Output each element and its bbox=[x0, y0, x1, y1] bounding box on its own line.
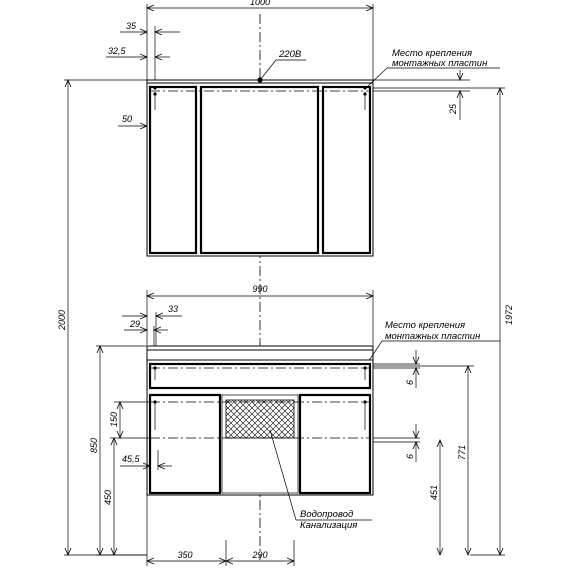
mount-point-left-top bbox=[153, 86, 157, 90]
mount-note-leader bbox=[367, 67, 388, 87]
mirror-cabinet: 1000 35 32,5 50 220В bbox=[106, 0, 500, 257]
dimension-25-label: 25 bbox=[448, 103, 458, 115]
dimension-990-label: 990 bbox=[252, 284, 267, 294]
plumbing-access-zone bbox=[225, 399, 295, 439]
mount-point-right-top bbox=[363, 86, 367, 90]
dimension-6-top-label: 6 bbox=[405, 380, 415, 385]
socket-220v-leader bbox=[259, 59, 277, 81]
dimension-771-label: 771 bbox=[457, 445, 467, 460]
vanity-top-drawer bbox=[148, 362, 372, 390]
dimension-350-label: 350 bbox=[177, 550, 192, 560]
water-supply-label: Водопровод bbox=[300, 509, 353, 520]
vanity-right-door bbox=[298, 393, 372, 495]
vanity-left-door bbox=[148, 393, 222, 495]
dimension-2000-label: 2000 bbox=[57, 310, 67, 331]
dimension-6-bottom-label: 6 bbox=[405, 454, 415, 459]
vanity-mount-note-line2: монтажных пластин bbox=[385, 331, 481, 342]
mount-note-line1: Место крепления bbox=[392, 48, 472, 59]
vanity-cabinet: 990 33 29 Место крепления монтажных плас… bbox=[89, 284, 500, 566]
dimension-45-5-label: 45,5 bbox=[122, 454, 141, 464]
mirror-left-door bbox=[148, 85, 198, 255]
mirror-right-door bbox=[321, 85, 372, 255]
dimension-1972-label: 1972 bbox=[504, 305, 514, 325]
vanity-countertop bbox=[146, 345, 374, 361]
mount-note-line2: монтажных пластин bbox=[392, 58, 488, 69]
dimension-33-label: 33 bbox=[168, 304, 178, 314]
dimension-32-5-label: 32,5 bbox=[108, 46, 127, 56]
dimension-290-label: 290 bbox=[251, 550, 267, 560]
dimension-29-label: 29 bbox=[129, 319, 140, 329]
dimension-1000-label: 1000 bbox=[250, 0, 270, 7]
dimension-451-label: 451 bbox=[429, 485, 439, 500]
dimension-150-label: 150 bbox=[109, 412, 119, 427]
socket-220v-label: 220В bbox=[278, 49, 302, 60]
dimension-450-label: 450 bbox=[103, 490, 113, 505]
plumbing-leader bbox=[269, 429, 297, 521]
dimension-50-label: 50 bbox=[122, 114, 132, 124]
vanity-mount-note-line1: Место крепления bbox=[385, 320, 465, 331]
vanity-mount-note-leader bbox=[367, 340, 383, 363]
sewer-label: Канализация bbox=[300, 520, 357, 531]
mirror-cabinet-body bbox=[146, 79, 374, 257]
dimension-35-label: 35 bbox=[126, 21, 137, 31]
overall-dimensions: 2000 1972 bbox=[57, 80, 514, 555]
dimension-850-label: 850 bbox=[89, 438, 99, 453]
mirror-center-door bbox=[199, 85, 320, 255]
